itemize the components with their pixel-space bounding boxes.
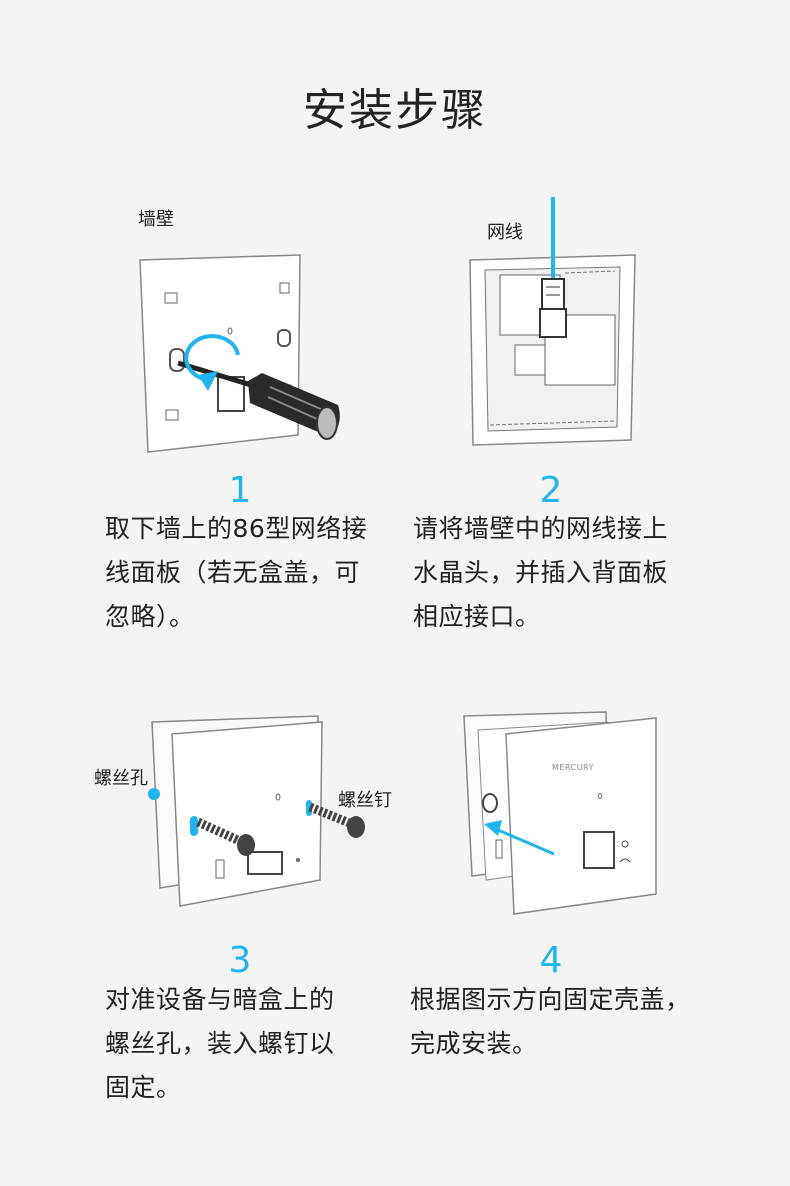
step-3-line-1: 对准设备与暗盒上的 <box>105 985 335 1014</box>
cable-label: 网线 <box>487 222 523 243</box>
step-number-4: 4 <box>539 940 563 981</box>
screwdriver-icon <box>177 360 340 440</box>
step-1-line-2: 线面板（若无盒盖，可 <box>105 558 361 587</box>
step-2-description: 请将墙壁中的网线接上 水晶头，并插入背面板 相应接口。 <box>413 507 668 639</box>
step-2-line-1: 请将墙壁中的网线接上 <box>413 514 669 543</box>
step-number-2: 2 <box>539 470 563 511</box>
screw-icon <box>196 802 365 856</box>
brand-logo: MERCURY <box>552 763 594 772</box>
rotate-arrow-icon <box>184 334 240 391</box>
step-number-3: 3 <box>228 940 252 981</box>
step-1-line-3: 忽略）。 <box>105 602 195 631</box>
step-1-line-1: 取下墙上的86型网络接 <box>105 514 368 543</box>
step-3-line-2: 螺丝孔，装入螺钉以 <box>105 1029 335 1058</box>
screw-label: 螺丝钉 <box>338 790 392 811</box>
step3-illustration <box>148 715 365 907</box>
step2-illustration <box>469 197 636 446</box>
screw-hole-label: 螺丝孔 <box>94 768 148 789</box>
network-cable-icon <box>539 197 567 338</box>
step-2-line-2: 水晶头，并插入背面板 <box>413 558 669 587</box>
step-number-1: 1 <box>228 470 252 511</box>
wall-label: 墙壁 <box>138 209 174 230</box>
step-4-line-1: 根据图示方向固定壳盖， <box>410 985 691 1014</box>
step1-illustration <box>139 254 340 453</box>
step-4-description: 根据图示方向固定壳盖， 完成安装。 <box>410 978 691 1066</box>
step-4-line-2: 完成安装。 <box>410 1029 538 1058</box>
page-title: 安装步骤 <box>303 85 487 136</box>
step4-illustration: MERCURY <box>463 711 657 915</box>
step-3-line-3: 固定。 <box>105 1073 182 1102</box>
step-2-line-3: 相应接口。 <box>413 602 541 631</box>
step-1-description: 取下墙上的86型网络接 线面板（若无盒盖，可 忽略）。 <box>105 507 367 639</box>
direction-arrow-icon <box>484 820 555 856</box>
step-3-description: 对准设备与暗盒上的 螺丝孔，装入螺钉以 固定。 <box>105 978 335 1110</box>
